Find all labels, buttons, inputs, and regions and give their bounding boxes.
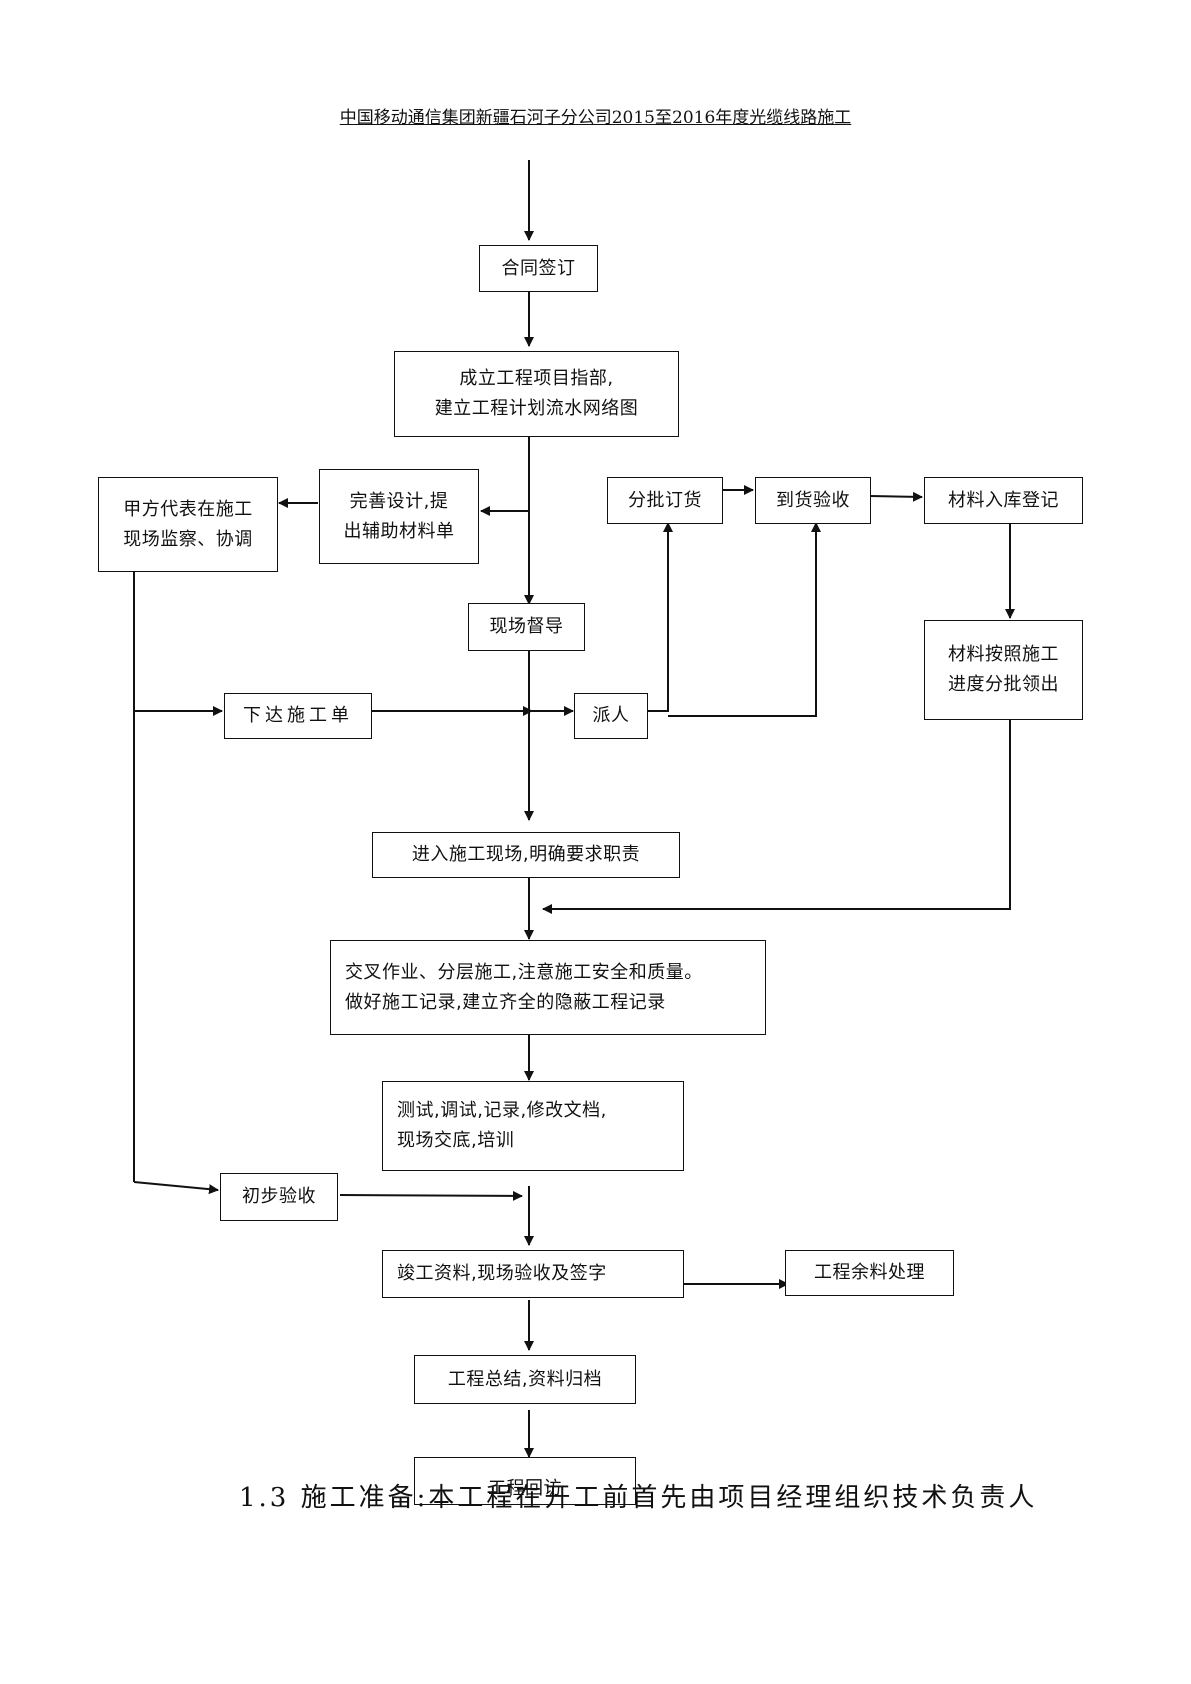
arrow-dispatch-to-order: [647, 524, 669, 712]
node-dispatch: 派人: [574, 693, 648, 739]
node-summary: 工程总结,资料归档: [414, 1355, 636, 1404]
node-party-a-rep: 甲方代表在施工 现场监察、协调: [98, 477, 278, 572]
document-title: 中国移动通信集团新疆石河子分公司2015至2016年度光缆线路施工: [339, 108, 852, 128]
node-stock-in: 材料入库登记: [924, 477, 1083, 524]
node-site-supervision: 现场督导: [468, 603, 585, 651]
node-testing: 测试,调试,记录,修改文档, 现场交底,培训: [382, 1081, 684, 1171]
node-completion: 竣工资料,现场验收及签字: [382, 1250, 684, 1298]
node-project-dept: 成立工程项目指部, 建立工程计划流水网络图: [394, 351, 679, 437]
node-design: 完善设计,提 出辅助材料单: [319, 469, 479, 564]
node-construction: 交叉作业、分层施工,注意施工安全和质量。 做好施工记录,建立齐全的隐蔽工程记录: [330, 940, 766, 1035]
arrow-left-to-prelim: [133, 1181, 219, 1195]
node-surplus: 工程余料处理: [785, 1250, 954, 1296]
arrow-goods-to-stock: [869, 491, 923, 502]
arrow-dispatch-to-goods: [668, 524, 817, 717]
node-contract: 合同签订: [479, 245, 598, 292]
node-revisit: 工程回访: [414, 1457, 636, 1505]
node-goods-check: 到货验收: [755, 477, 871, 524]
arrow-issue-to-trunk: [544, 720, 1011, 910]
node-material-issue: 材料按照施工 进度分批领出: [924, 620, 1083, 720]
node-work-order: 下达施工单: [224, 693, 372, 739]
node-batch-order: 分批订货: [607, 477, 723, 524]
node-prelim-accept: 初步验收: [220, 1173, 338, 1221]
section-text: 1.3 施工准备:本工程在开工前首先由项目经理组织技术负责人: [239, 1483, 1038, 1513]
arrow-prelim-to-trunk: [339, 1190, 523, 1201]
node-enter-site: 进入施工现场,明确要求职责: [372, 832, 680, 878]
